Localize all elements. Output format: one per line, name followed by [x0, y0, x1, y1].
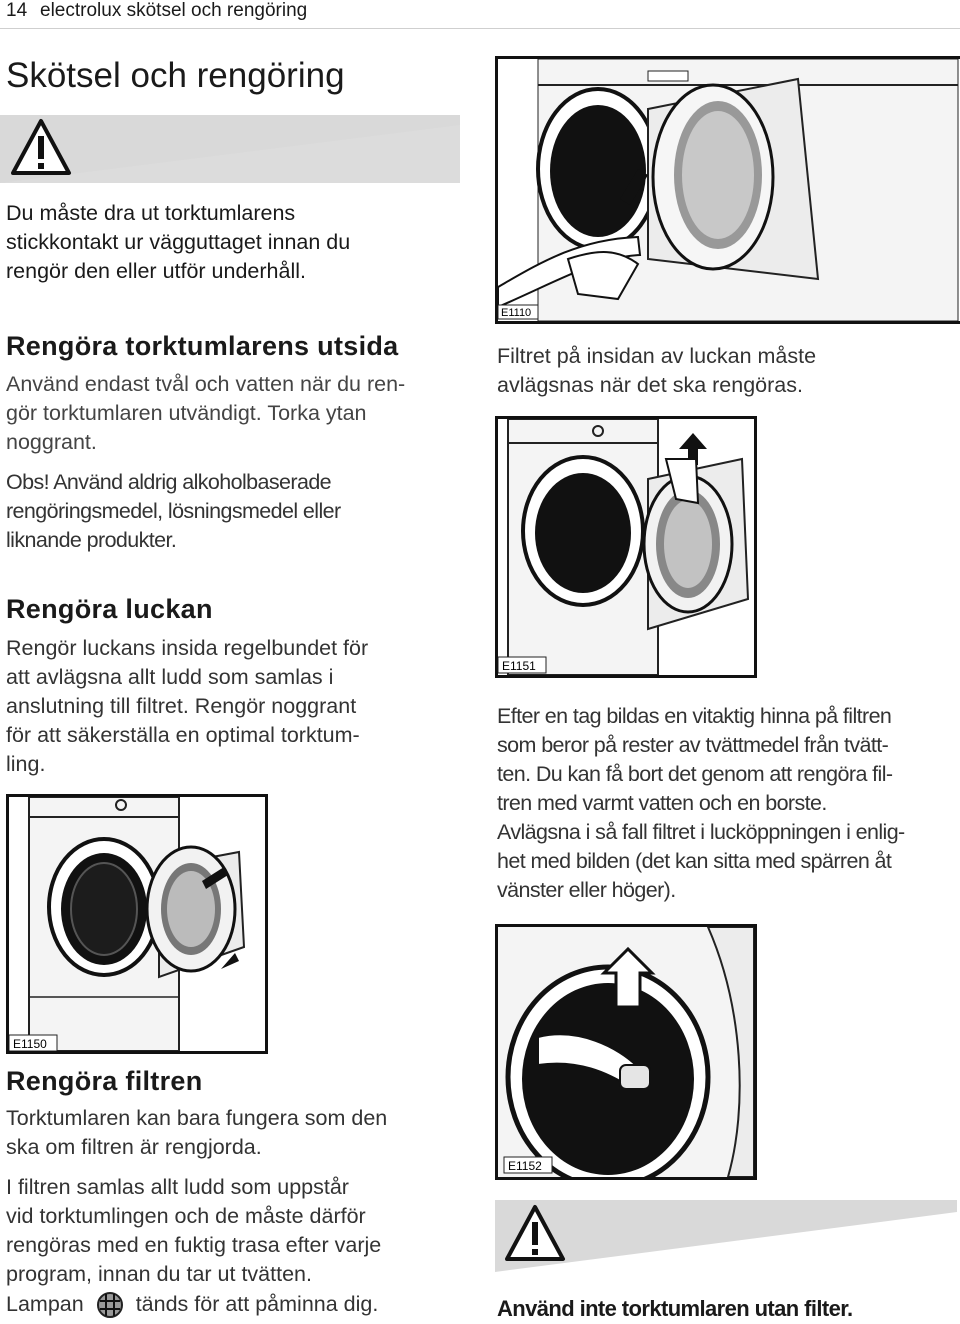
- figure-code: E1152: [508, 1159, 542, 1173]
- caption-2: Efter en tag bildas en vitaktig hinna på…: [497, 704, 905, 902]
- warning-no-filter: Använd inte torktumlaren utan filter.: [497, 1296, 853, 1321]
- filter-lamp-icon: [96, 1291, 123, 1318]
- warning-text: Du måste dra ut torktumlarens stickkonta…: [6, 201, 351, 283]
- figure-code: E1151: [502, 659, 536, 673]
- header-divider: [0, 28, 960, 29]
- figure-code: E1110: [501, 307, 531, 319]
- outside-note: Obs! Använd aldrig alkoholbaserade rengö…: [6, 470, 341, 552]
- figure-remove-door-filter: E1151: [495, 416, 757, 678]
- page-title: Skötsel och rengöring: [6, 56, 345, 95]
- figure-open-door: E1150: [6, 794, 268, 1054]
- figure-code: E1150: [13, 1037, 47, 1051]
- page-number: 14: [6, 0, 28, 21]
- heading-outside: Rengöra torktumlarens utsida: [6, 331, 399, 361]
- door-text: Rengör luckans insida regelbundet för at…: [6, 636, 369, 776]
- figure-remove-opening-filter: E1152: [495, 924, 757, 1180]
- figure-wipe-door: E1110: [495, 56, 960, 324]
- warning-banner: [495, 1200, 957, 1272]
- heading-door: Rengöra luckan: [6, 594, 213, 624]
- running-header: electrolux skötsel och rengöring: [40, 0, 308, 21]
- warning-triangle-icon: [505, 1205, 565, 1261]
- heading-filters: Rengöra filtren: [6, 1066, 203, 1096]
- warning-triangle-icon: [11, 119, 71, 175]
- lamp-sentence: Lampan tänds för att påminna dig.: [6, 1290, 378, 1319]
- filters-text-2: I filtren samlas allt ludd som uppstår v…: [6, 1175, 382, 1286]
- outside-text: Använd endast tvål och vatten när du ren…: [6, 372, 406, 454]
- filters-text-1: Torktumlaren kan bara fungera som den sk…: [6, 1106, 388, 1159]
- caption-1: Filtret på insidan av luckan måste avläg…: [497, 344, 817, 397]
- warning-banner: [0, 115, 460, 183]
